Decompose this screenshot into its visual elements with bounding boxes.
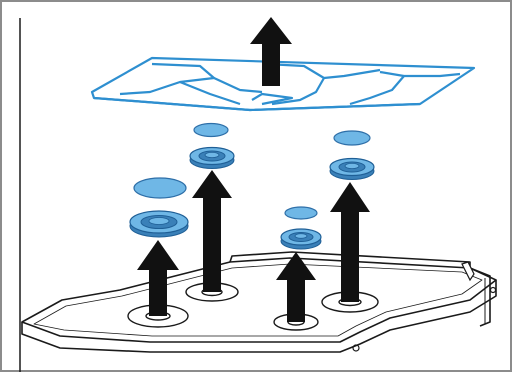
burner-cap-icon [193, 122, 229, 138]
burner-crown-icon [189, 146, 235, 169]
burner-crown-icon [329, 157, 375, 180]
burner-cap-icon [333, 130, 371, 146]
hob-cooktop [21, 251, 497, 353]
hob-front-edge [21, 280, 497, 353]
up-arrow-icon [250, 17, 292, 86]
hob-screw [489, 286, 497, 294]
burner-crown-icon [129, 210, 189, 238]
hob-back-rim [229, 251, 471, 268]
burner-caps [133, 122, 371, 220]
hob-bracket [461, 261, 475, 282]
hob-top-surface [21, 257, 497, 343]
hob-inner-rim [33, 263, 483, 337]
burner-cap-icon [133, 177, 187, 199]
up-arrow-icon [192, 170, 232, 292]
burner-cap-icon [284, 206, 318, 220]
lift-arrows [137, 17, 370, 322]
up-arrow-icon [276, 252, 316, 322]
burner-crown-icon [280, 228, 322, 250]
pan-support-grate [90, 56, 476, 112]
hob-screw [352, 344, 360, 352]
up-arrow-icon [137, 240, 179, 316]
up-arrow-icon [330, 182, 370, 302]
burner-crowns [129, 146, 375, 250]
